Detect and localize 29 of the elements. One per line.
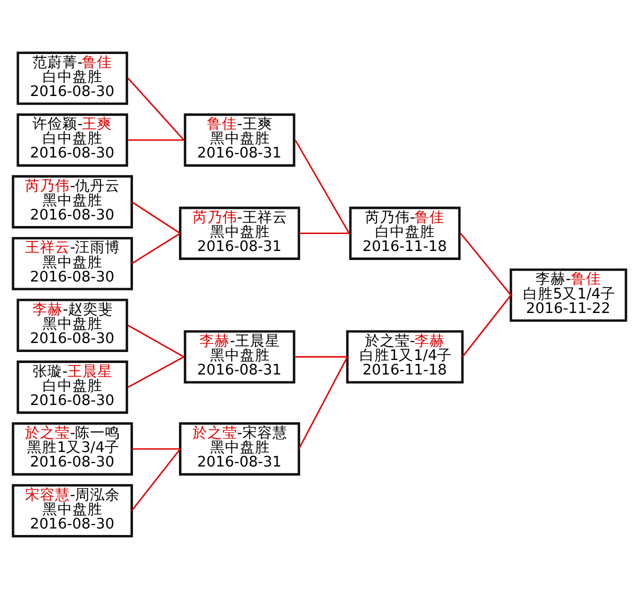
connector xyxy=(462,294,512,358)
node-box: 於之莹-李赫 白胜1又1/4子 2016-11-18 xyxy=(346,330,464,384)
node-box: 李赫-鲁佳 白胜5又1/4子 2016-11-22 xyxy=(510,268,628,322)
connector xyxy=(131,448,181,512)
connector xyxy=(295,356,348,358)
connector xyxy=(131,232,181,264)
connector xyxy=(132,448,180,450)
connector xyxy=(131,201,181,234)
node-box: 王祥云-汪雨博 黑中盘胜 2016-08-30 xyxy=(12,236,133,290)
connector xyxy=(128,139,184,141)
node-box: 张璇-王晨星 白中盘胜 2016-08-30 xyxy=(16,360,128,414)
node-box: 宋容慧-周泓余 黑中盘胜 2016-08-30 xyxy=(12,484,133,538)
node-box: 李赫-王晨星 黑中盘胜 2016-08-31 xyxy=(184,330,296,384)
node-box: 芮乃伟-王祥云 黑中盘胜 2016-08-31 xyxy=(178,206,300,260)
node-box: 於之莹-宋容慧 黑中盘胜 2016-08-31 xyxy=(178,422,300,476)
node-box: 鲁佳-王爽 黑中盘胜 2016-08-31 xyxy=(184,113,296,167)
node-box: 芮乃伟-仇丹云 黑中盘胜 2016-08-30 xyxy=(12,175,133,228)
connector xyxy=(294,140,350,234)
connector xyxy=(298,356,348,450)
connector xyxy=(128,324,184,358)
node-box: 许俭颖-王爽 白中盘胜 2016-08-30 xyxy=(16,113,128,167)
connector xyxy=(128,78,184,141)
node-box: 芮乃伟-鲁佳 白中盘胜 2016-11-18 xyxy=(349,206,461,260)
connector xyxy=(128,356,184,388)
node-box: 李赫-赵奕斐 黑中盘胜 2016-08-30 xyxy=(16,298,128,352)
connector xyxy=(298,232,350,234)
connector xyxy=(460,232,512,296)
node-box: 范蔚菁-鲁佳 白中盘胜 2016-08-30 xyxy=(16,52,128,105)
node-box: 於之莹-陈一鸣 黑胜1又3/4子 2016-08-30 xyxy=(12,422,133,476)
